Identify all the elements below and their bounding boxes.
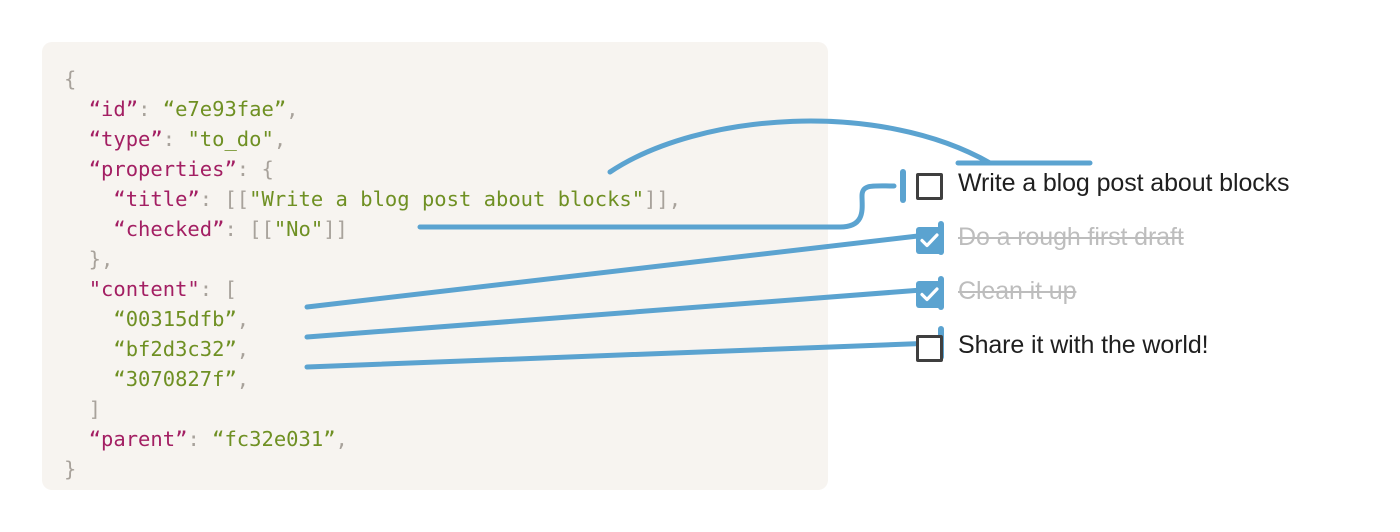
code-token: “fc32e031” bbox=[212, 427, 336, 451]
code-token: , bbox=[236, 367, 250, 391]
checklist-row[interactable]: Write a blog post about blocks bbox=[900, 160, 1330, 214]
checklist-item-label[interactable]: Share it with the world! bbox=[958, 331, 1209, 359]
code-token: “parent” bbox=[88, 427, 188, 451]
checklist-row[interactable]: Clean it up bbox=[900, 268, 1330, 322]
json-code-block: { “id”: “e7e93fae”, “type”: "to_do", “pr… bbox=[64, 64, 681, 484]
todo-checklist: Write a blog post about blocks Do a rough… bbox=[900, 160, 1330, 376]
code-token: “e7e93fae” bbox=[162, 97, 287, 121]
code-line-id: “id”: “e7e93fae”, bbox=[64, 94, 681, 124]
code-token bbox=[64, 427, 89, 451]
checklist-row[interactable]: Share it with the world! bbox=[900, 322, 1330, 376]
checkbox-checked-icon[interactable] bbox=[916, 227, 943, 254]
code-token: “type” bbox=[88, 127, 163, 151]
code-token: }, bbox=[64, 247, 114, 271]
code-token: : [ bbox=[199, 277, 237, 301]
code-token: “title” bbox=[113, 187, 200, 211]
checkbox-unchecked-icon[interactable] bbox=[916, 173, 943, 200]
checklist-item-label[interactable]: Do a rough first draft bbox=[958, 223, 1184, 251]
code-token bbox=[64, 307, 113, 331]
code-line-parent: “parent”: “fc32e031”, bbox=[64, 424, 681, 454]
code-token: { bbox=[64, 67, 77, 91]
code-token bbox=[64, 127, 89, 151]
code-line-content-0: “00315dfb”, bbox=[64, 304, 681, 334]
code-token: “id” bbox=[88, 97, 139, 121]
code-token: : bbox=[138, 97, 163, 121]
code-token bbox=[64, 187, 113, 211]
code-token: “3070827f” bbox=[113, 367, 237, 391]
code-token: , bbox=[286, 97, 299, 121]
checklist-item-label[interactable]: Write a blog post about blocks bbox=[958, 169, 1290, 197]
json-code-panel: { “id”: “e7e93fae”, “type”: "to_do", “pr… bbox=[42, 42, 828, 490]
code-line-content: "content": [ bbox=[64, 274, 681, 304]
code-token: : [[ bbox=[224, 217, 274, 241]
code-token: , bbox=[236, 307, 250, 331]
code-token: : [[ bbox=[199, 187, 250, 211]
code-token: “checked” bbox=[113, 217, 225, 241]
code-token: : { bbox=[236, 157, 274, 181]
checkbox-checked-icon[interactable] bbox=[916, 281, 943, 308]
code-token: ] bbox=[64, 397, 102, 421]
code-token: "to_do" bbox=[187, 127, 274, 151]
code-line-close-properties: }, bbox=[64, 244, 681, 274]
code-token: , bbox=[335, 427, 348, 451]
code-line-close-brace: } bbox=[64, 454, 681, 484]
code-token: “properties” bbox=[88, 157, 237, 181]
checkbox-unchecked-icon[interactable] bbox=[916, 335, 943, 362]
code-line-open-brace: { bbox=[64, 64, 681, 94]
code-token: “bf2d3c32” bbox=[113, 337, 237, 361]
code-token: ]] bbox=[323, 217, 348, 241]
code-line-close-content: ] bbox=[64, 394, 681, 424]
code-token bbox=[64, 97, 89, 121]
code-token: "No" bbox=[273, 217, 324, 241]
checklist-item-label[interactable]: Clean it up bbox=[958, 277, 1077, 305]
checklist-row[interactable]: Do a rough first draft bbox=[900, 214, 1330, 268]
code-line-properties: “properties”: { bbox=[64, 154, 681, 184]
code-token bbox=[64, 367, 113, 391]
code-token: "Write a blog post about blocks" bbox=[249, 187, 645, 211]
code-token: : bbox=[162, 127, 188, 151]
code-line-content-1: “bf2d3c32”, bbox=[64, 334, 681, 364]
code-token: } bbox=[64, 457, 77, 481]
code-token bbox=[64, 337, 113, 361]
code-token bbox=[64, 157, 89, 181]
code-token: “00315dfb” bbox=[113, 307, 237, 331]
code-token: , bbox=[273, 127, 287, 151]
code-token: , bbox=[236, 337, 250, 361]
code-line-content-2: “3070827f”, bbox=[64, 364, 681, 394]
code-line-type: “type”: "to_do", bbox=[64, 124, 681, 154]
code-token: ]], bbox=[644, 187, 682, 211]
code-token bbox=[64, 217, 113, 241]
code-token bbox=[64, 277, 89, 301]
code-token: "content" bbox=[88, 277, 200, 301]
code-token: : bbox=[187, 427, 213, 451]
code-line-checked: “checked”: [["No"]] bbox=[64, 214, 681, 244]
code-line-title: “title”: [["Write a blog post about bloc… bbox=[64, 184, 681, 214]
